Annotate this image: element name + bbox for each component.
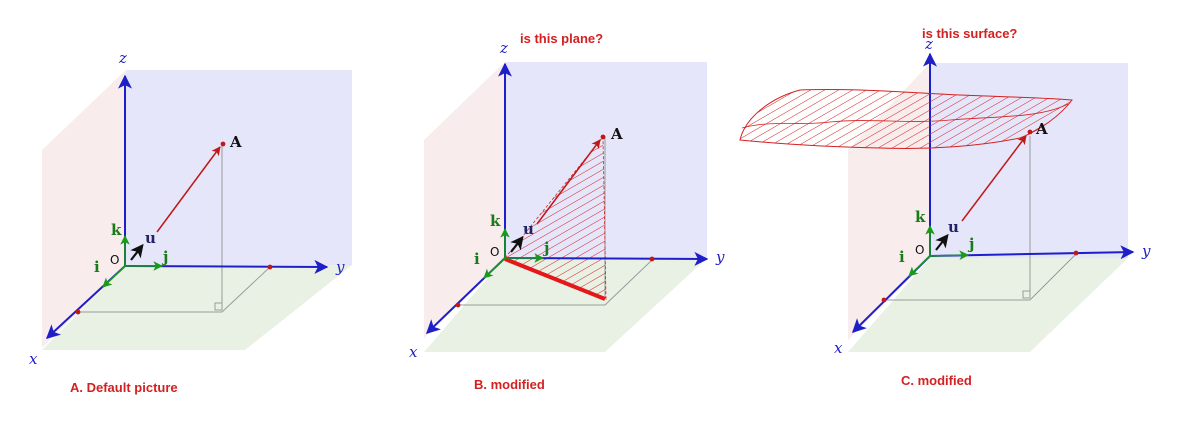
point-a-label: A — [610, 125, 623, 143]
x-tick-point — [881, 297, 887, 303]
caption-c: C. modified — [901, 373, 972, 388]
xy-floor — [42, 265, 352, 350]
u-label: u — [145, 229, 156, 247]
i-vector — [908, 255, 931, 277]
yz-wall — [930, 63, 1128, 258]
position-vector-a — [961, 135, 1027, 222]
point-a — [600, 134, 606, 140]
xy-floor — [848, 258, 1128, 352]
i-label: i — [474, 250, 480, 268]
right-angle-mark — [1022, 290, 1031, 299]
j-vector — [929, 250, 969, 261]
u-vector — [935, 233, 949, 251]
i-vector — [483, 257, 506, 279]
panel-b: z y x k j i u O A is this plane? B. modi… — [409, 31, 725, 392]
x-axis-label: x — [29, 350, 38, 368]
point-a-label: A — [229, 133, 242, 151]
k-label: k — [490, 212, 501, 230]
hatched-surface — [739, 88, 1073, 150]
u-label: u — [948, 218, 959, 236]
j-label: j — [967, 235, 974, 253]
y-tick-point — [267, 264, 273, 270]
u-vector — [130, 243, 144, 261]
position-vector-a — [156, 146, 221, 233]
caption-a: A. Default picture — [70, 380, 178, 395]
right-angle-mark — [214, 302, 223, 311]
z-axis-label: z — [118, 49, 127, 67]
x-tick-point — [455, 302, 461, 308]
i-label: i — [899, 248, 905, 266]
projection-line — [221, 266, 271, 313]
projection-line — [1029, 253, 1077, 301]
panel-c: z y x k j i u O A is this surface? C. mo… — [739, 26, 1151, 388]
i-label: i — [94, 258, 100, 276]
j-label: j — [542, 239, 549, 257]
y-axis-label: y — [335, 258, 345, 276]
x-axis-label: x — [409, 343, 418, 361]
z-axis-label: z — [499, 39, 508, 57]
u-vector — [510, 235, 524, 253]
point-a — [1027, 129, 1033, 135]
annotation-note-c: is this surface? — [922, 26, 1017, 41]
yz-wall — [126, 70, 352, 265]
k-label: k — [111, 221, 122, 239]
u-label: u — [523, 220, 534, 238]
y-axis-label: y — [715, 248, 725, 266]
j-label: j — [161, 248, 168, 266]
y-axis-label: y — [1141, 242, 1151, 260]
surface-edge-stroke — [741, 103, 1069, 129]
x-tick-point — [75, 309, 81, 315]
point-a — [220, 141, 226, 147]
x-axis-label: x — [834, 339, 843, 357]
origin-label: O — [490, 245, 499, 259]
projection-line — [604, 259, 653, 306]
panel-a: z y x k j i u O A A. Default picture — [29, 49, 352, 395]
i-vector — [102, 265, 126, 288]
position-vector-a — [536, 139, 601, 225]
origin-label: O — [110, 253, 119, 267]
annotation-note-b: is this plane? — [520, 31, 603, 46]
k-label: k — [915, 208, 926, 226]
caption-b: B. modified — [474, 377, 545, 392]
y-tick-point — [649, 256, 655, 262]
red-line-segment — [504, 257, 606, 301]
z-axis-label: z — [924, 35, 933, 53]
point-a-label: A — [1035, 120, 1048, 138]
origin-label: O — [915, 243, 924, 257]
y-tick-point — [1073, 250, 1079, 256]
